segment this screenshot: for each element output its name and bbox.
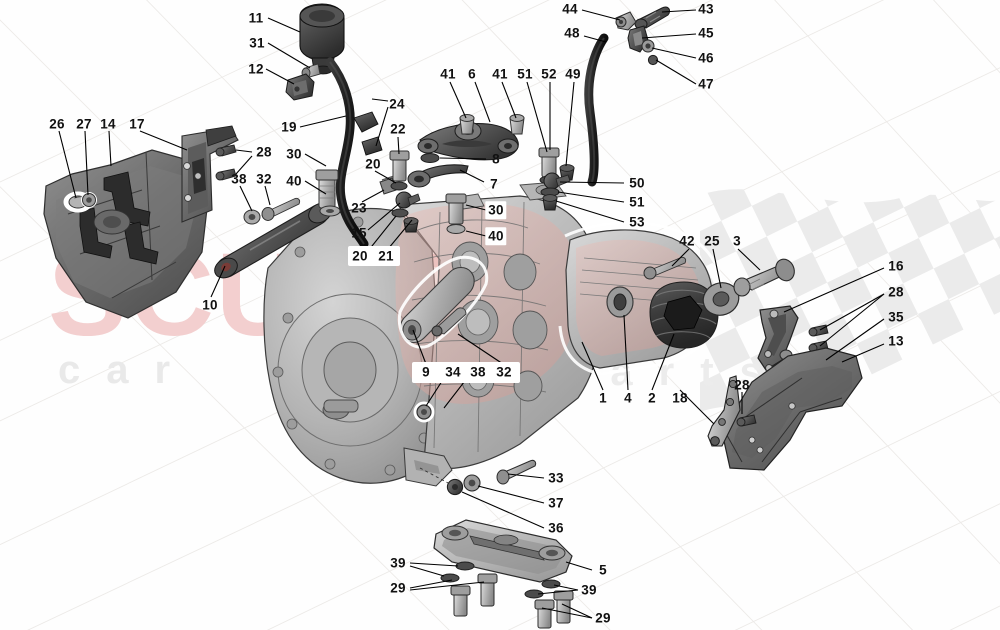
part-label-5[interactable]: 5 xyxy=(599,562,607,578)
part-label-52[interactable]: 52 xyxy=(541,66,557,82)
part-label-19[interactable]: 19 xyxy=(281,119,297,135)
part-label-46[interactable]: 46 xyxy=(698,50,714,66)
part-label-37[interactable]: 37 xyxy=(548,495,564,511)
part-label-29-left[interactable]: 29 xyxy=(390,580,406,596)
part-label-32-left[interactable]: 32 xyxy=(256,171,272,187)
part-label-9[interactable]: 9 xyxy=(422,364,430,380)
part-label-50[interactable]: 50 xyxy=(629,175,645,191)
part-label-24[interactable]: 24 xyxy=(389,96,405,112)
part-label-42[interactable]: 42 xyxy=(679,233,695,249)
part-label-38-lower[interactable]: 38 xyxy=(470,364,486,380)
part-label-8[interactable]: 8 xyxy=(492,151,500,167)
part-label-20-upper[interactable]: 20 xyxy=(365,156,381,172)
part-label-11[interactable]: 11 xyxy=(248,10,264,26)
part-label-49[interactable]: 49 xyxy=(565,66,581,82)
part-label-47[interactable]: 47 xyxy=(698,76,714,92)
part-label-13[interactable]: 13 xyxy=(888,333,904,349)
part-label-28-right[interactable]: 28 xyxy=(888,284,904,300)
part-label-3[interactable]: 3 xyxy=(733,233,741,249)
part-label-16[interactable]: 16 xyxy=(888,258,904,274)
part-label-2[interactable]: 2 xyxy=(648,390,656,406)
part-label-35[interactable]: 35 xyxy=(888,309,904,325)
part-label-44[interactable]: 44 xyxy=(562,1,578,17)
part-label-41-left[interactable]: 41 xyxy=(440,66,456,82)
part-label-21[interactable]: 21 xyxy=(378,248,394,264)
part-label-43[interactable]: 43 xyxy=(698,1,714,17)
part-label-28-mid[interactable]: 28 xyxy=(734,377,750,393)
part-label-51-upper[interactable]: 51 xyxy=(517,66,533,82)
part-label-7[interactable]: 7 xyxy=(490,176,498,192)
part-label-51-lower[interactable]: 51 xyxy=(629,194,645,210)
part-label-34[interactable]: 34 xyxy=(445,364,461,380)
part-label-25[interactable]: 25 xyxy=(704,233,720,249)
part-label-6[interactable]: 6 xyxy=(468,66,476,82)
part-label-31[interactable]: 31 xyxy=(249,35,265,51)
part-label-38-left[interactable]: 38 xyxy=(231,171,247,187)
part-label-26[interactable]: 26 xyxy=(49,116,65,132)
part-label-4[interactable]: 4 xyxy=(624,390,632,406)
part-label-28-upper[interactable]: 28 xyxy=(256,144,272,160)
part-label-36[interactable]: 36 xyxy=(548,520,564,536)
part-label-29-right[interactable]: 29 xyxy=(595,610,611,626)
part-label-41-right[interactable]: 41 xyxy=(492,66,508,82)
part-label-1[interactable]: 1 xyxy=(599,390,607,406)
part-label-48[interactable]: 48 xyxy=(564,25,580,41)
part-label-40-right[interactable]: 40 xyxy=(485,227,507,245)
part-label-33[interactable]: 33 xyxy=(548,470,564,486)
part-label-27[interactable]: 27 xyxy=(76,116,92,132)
part-label-15[interactable]: 15 xyxy=(351,225,367,241)
part-label-39-left[interactable]: 39 xyxy=(390,555,406,571)
part-label-30-right[interactable]: 30 xyxy=(485,201,507,219)
part-label-45[interactable]: 45 xyxy=(698,25,714,41)
part-label-17[interactable]: 17 xyxy=(129,116,145,132)
part-label-30-upper[interactable]: 30 xyxy=(286,146,302,162)
part-label-12[interactable]: 12 xyxy=(248,61,264,77)
part-label-39-right[interactable]: 39 xyxy=(581,582,597,598)
part-label-20-lower[interactable]: 20 xyxy=(352,248,368,264)
part-label-10[interactable]: 10 xyxy=(202,297,218,313)
part-label-14[interactable]: 14 xyxy=(100,116,116,132)
part-label-40-upper[interactable]: 40 xyxy=(286,173,302,189)
part-label-22[interactable]: 22 xyxy=(390,121,406,137)
part-label-53[interactable]: 53 xyxy=(629,214,645,230)
part-label-18[interactable]: 18 xyxy=(672,390,688,406)
part-label-32-lower[interactable]: 32 xyxy=(496,364,512,380)
part-label-23[interactable]: 23 xyxy=(351,200,367,216)
